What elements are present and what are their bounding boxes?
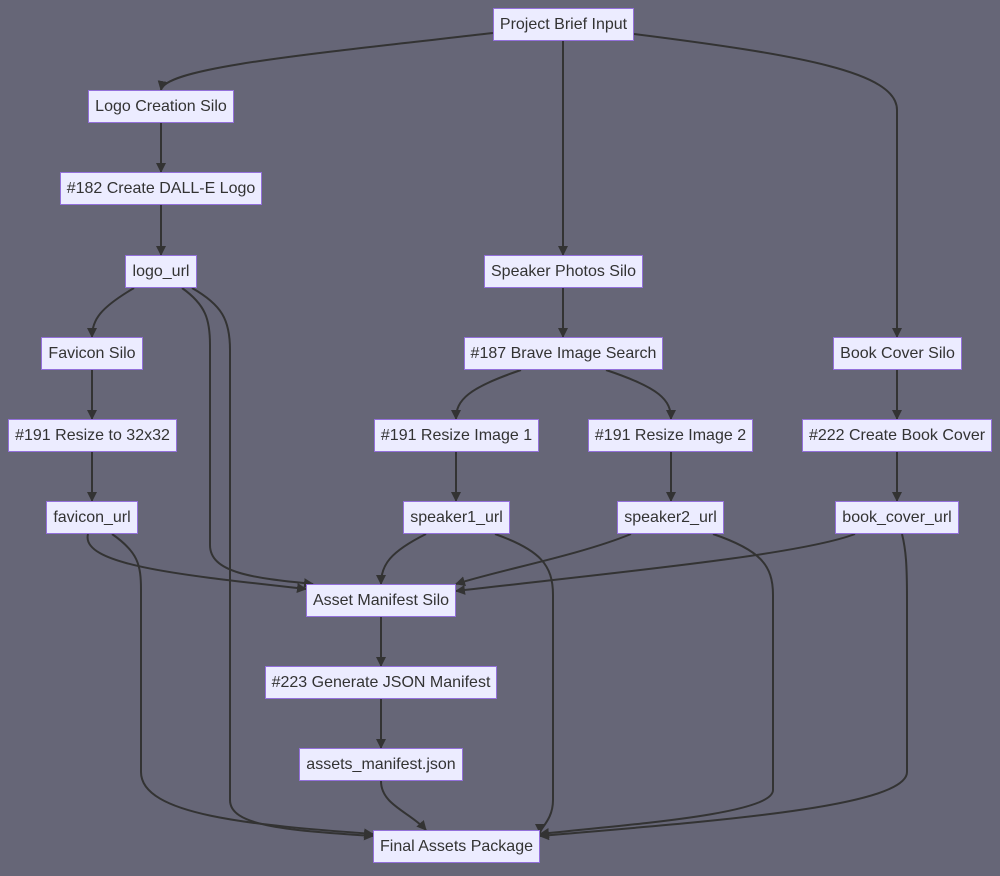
node-resize-image-1[interactable]: #191 Resize Image 1 (374, 419, 539, 452)
node-final-assets-package[interactable]: Final Assets Package (373, 830, 540, 863)
edge-assets-manifest-json-to-final-assets-package (380, 780, 427, 831)
node-resize-image-2[interactable]: #191 Resize Image 2 (588, 419, 753, 452)
edge-brave-image-search-to-resize-image-1 (451, 369, 522, 420)
edge-speaker1-url-to-final-assets-package (494, 533, 554, 834)
edge-favicon-url-to-asset-manifest-silo (86, 533, 307, 593)
node-speaker-photos-silo[interactable]: Speaker Photos Silo (484, 255, 643, 288)
edge-book-cover-url-to-asset-manifest-silo (455, 533, 856, 595)
node-generate-json-manifest[interactable]: #223 Generate JSON Manifest (265, 666, 497, 699)
node-assets-manifest-json[interactable]: assets_manifest.json (299, 748, 463, 781)
node-create-dalle-logo[interactable]: #182 Create DALL-E Logo (60, 172, 262, 205)
node-project-brief-input[interactable]: Project Brief Input (493, 8, 634, 41)
edge-speaker2-url-to-asset-manifest-silo (455, 533, 632, 587)
edge-brave-image-search-to-resize-image-2 (605, 369, 676, 420)
node-book-cover-silo[interactable]: Book Cover Silo (833, 337, 962, 370)
node-create-book-cover[interactable]: #222 Create Book Cover (802, 419, 992, 452)
edge-project-brief-input-to-book-cover-silo (633, 33, 902, 338)
node-logo-url[interactable]: logo_url (125, 255, 197, 288)
edge-logo-url-to-favicon-silo (87, 287, 135, 338)
node-logo-creation-silo[interactable]: Logo Creation Silo (88, 90, 234, 123)
edge-speaker1-url-to-asset-manifest-silo (376, 533, 427, 585)
edge-logo-url-to-asset-manifest-silo (181, 287, 314, 589)
node-favicon-url[interactable]: favicon_url (46, 501, 138, 534)
node-speaker2-url[interactable]: speaker2_url (617, 501, 724, 534)
node-resize-32x32[interactable]: #191 Resize to 32x32 (8, 419, 177, 452)
node-book-cover-url[interactable]: book_cover_url (835, 501, 959, 534)
edge-speaker2-url-to-final-assets-package (539, 533, 774, 838)
edge-favicon-url-to-final-assets-package (111, 533, 374, 839)
edge-project-brief-input-to-logo-creation-silo (157, 32, 494, 91)
node-speaker1-url[interactable]: speaker1_url (403, 501, 510, 534)
node-asset-manifest-silo[interactable]: Asset Manifest Silo (306, 584, 456, 617)
edge-book-cover-url-to-final-assets-package (539, 533, 908, 841)
node-favicon-silo[interactable]: Favicon Silo (41, 337, 143, 370)
edge-logo-url-to-final-assets-package (191, 287, 374, 841)
node-brave-image-search[interactable]: #187 Brave Image Search (464, 337, 663, 370)
